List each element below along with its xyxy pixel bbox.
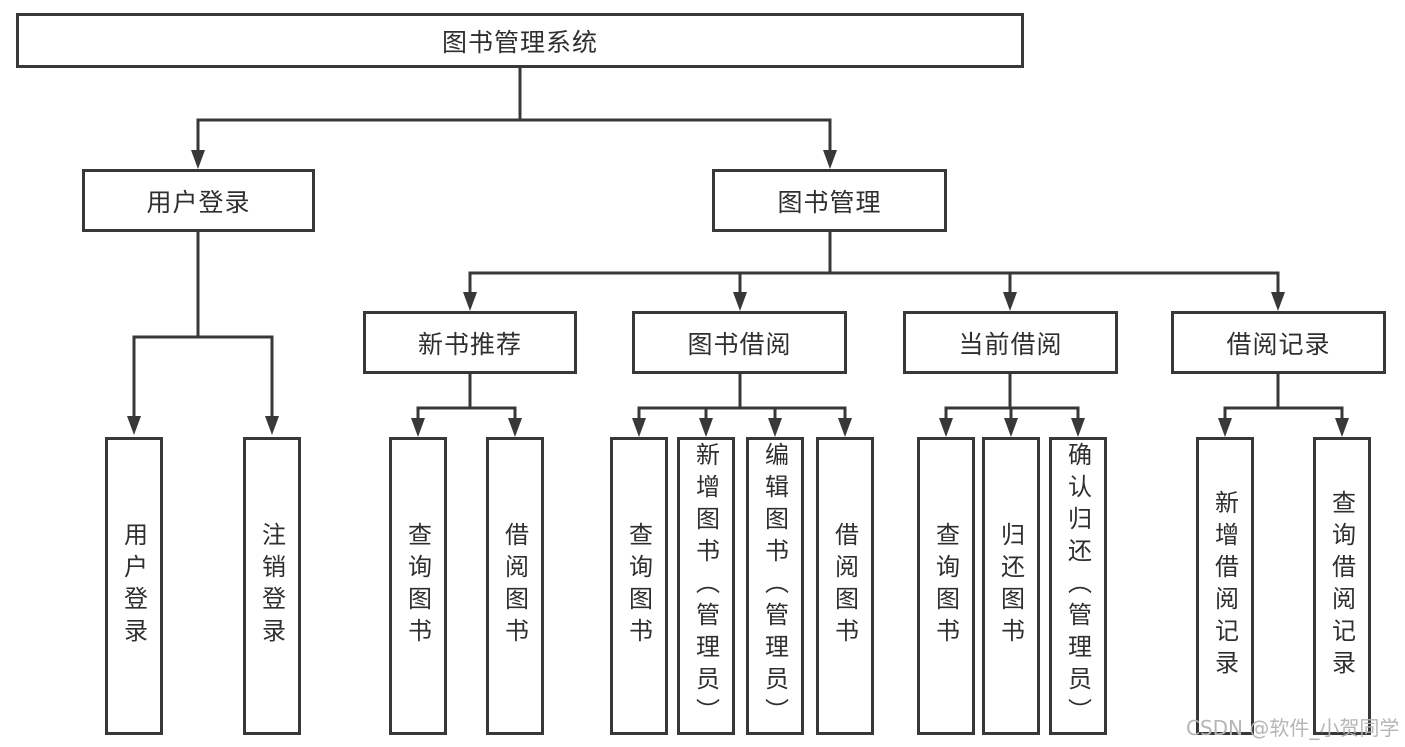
- node-label: 当前借阅: [958, 329, 1063, 359]
- node-label: 借阅图书: [830, 522, 859, 650]
- node-label: 新增图书（管理员）: [691, 442, 720, 730]
- node-leaf-query-borrow-record: 查询借阅记录: [1313, 437, 1371, 735]
- node-label: 查询图书: [403, 522, 432, 650]
- node-label: 图书管理系统: [441, 27, 598, 57]
- node-library-management-system: 图书管理系统: [16, 13, 1024, 68]
- node-label: 新增借阅记录: [1210, 490, 1239, 682]
- node-label: 借阅记录: [1226, 329, 1331, 359]
- node-label: 用户登录: [146, 187, 251, 217]
- node-leaf-return-books: 归还图书: [982, 437, 1040, 735]
- node-leaf-user-login: 用户登录: [105, 437, 163, 735]
- node-leaf-borrow-query-books: 查询图书: [610, 437, 668, 735]
- node-label: 注销登录: [257, 522, 286, 650]
- node-label: 用户登录: [119, 522, 148, 650]
- node-leaf-current-query-books: 查询图书: [917, 437, 975, 735]
- node-leaf-newbook-query-books: 查询图书: [389, 437, 447, 735]
- node-label: 查询借阅记录: [1327, 490, 1356, 682]
- node-label: 查询图书: [931, 522, 960, 650]
- node-label: 归还图书: [996, 522, 1025, 650]
- node-label: 新书推荐: [417, 329, 522, 359]
- node-label: 编辑图书（管理员）: [760, 442, 789, 730]
- node-label: 查询图书: [624, 522, 653, 650]
- node-leaf-confirm-return-admin: 确认归还（管理员）: [1049, 437, 1107, 735]
- node-borrowing-records: 借阅记录: [1171, 311, 1386, 374]
- node-current-borrowing: 当前借阅: [903, 311, 1118, 374]
- node-leaf-logout: 注销登录: [243, 437, 301, 735]
- node-user-login: 用户登录: [82, 169, 315, 232]
- node-leaf-add-books-admin: 新增图书（管理员）: [677, 437, 735, 735]
- node-leaf-newbook-borrow-books: 借阅图书: [486, 437, 544, 735]
- csdn-watermark: CSDN @软件_小贺同学: [1186, 716, 1400, 740]
- node-label: 确认归还（管理员）: [1063, 442, 1092, 730]
- node-leaf-add-borrow-record: 新增借阅记录: [1196, 437, 1254, 735]
- node-book-management: 图书管理: [712, 169, 947, 232]
- node-label: 图书管理: [777, 187, 882, 217]
- node-book-borrowing: 图书借阅: [632, 311, 847, 374]
- node-leaf-borrow-books: 借阅图书: [816, 437, 874, 735]
- node-new-book-recommend: 新书推荐: [363, 311, 577, 374]
- node-leaf-edit-books-admin: 编辑图书（管理员）: [746, 437, 804, 735]
- node-label: 图书借阅: [687, 329, 792, 359]
- node-label: 借阅图书: [500, 522, 529, 650]
